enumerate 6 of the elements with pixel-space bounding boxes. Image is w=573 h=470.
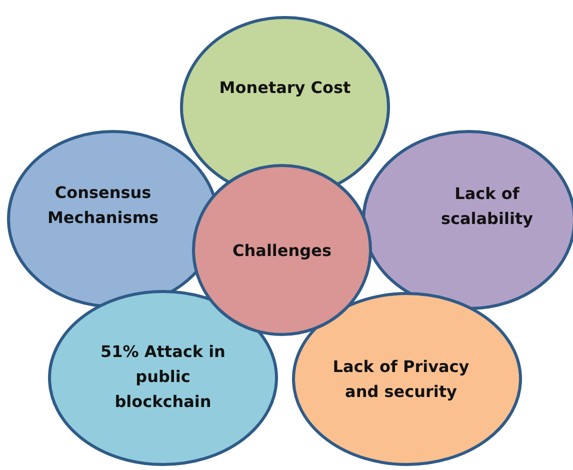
ellipse-label: Lack of scalability — [440, 183, 534, 230]
ellipse-label: 51% Attack in public blockchain — [100, 340, 226, 412]
ellipse-label: Monetary Cost — [218, 76, 352, 98]
ellipse-label: Challenges — [232, 240, 332, 262]
ellipse-label: Consensus Mechanisms — [46, 182, 160, 229]
ellipse-label: Lack of Privacy and security — [332, 356, 470, 403]
